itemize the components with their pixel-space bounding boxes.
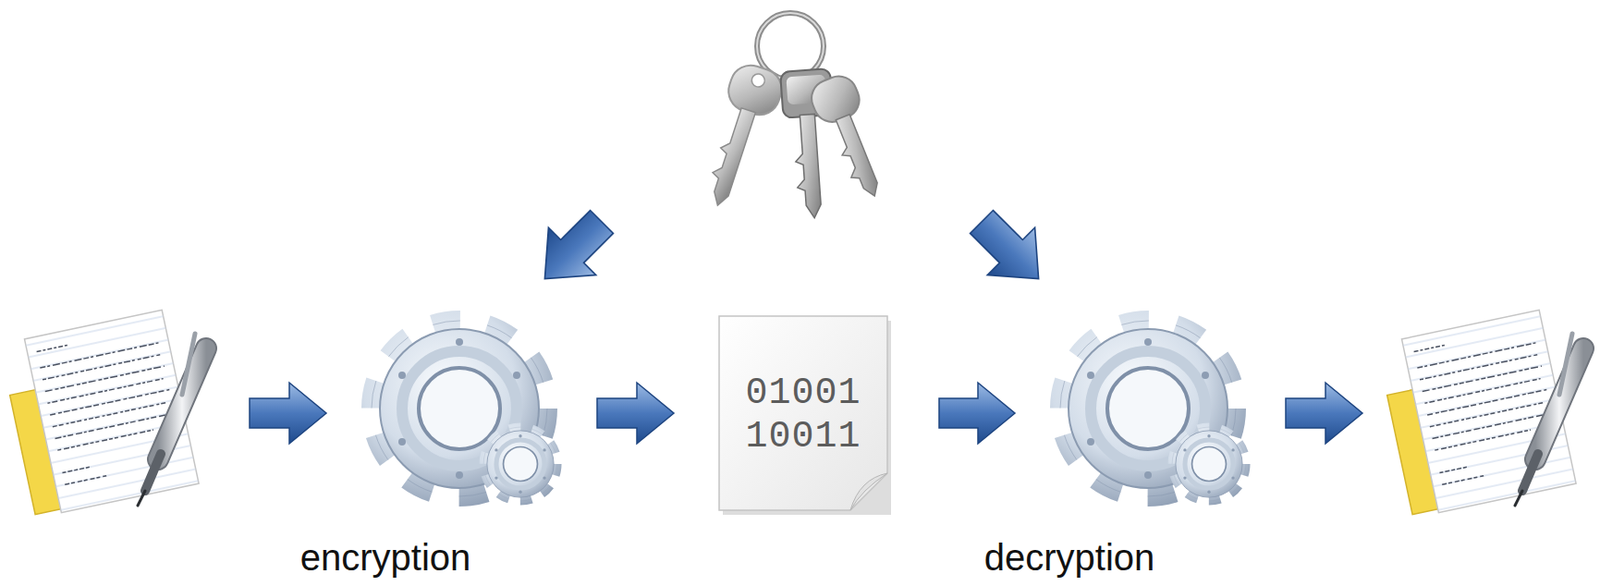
flow-arrow: [1285, 382, 1363, 444]
process-gear: decryption: [1014, 305, 1284, 583]
gear-icon: [1060, 320, 1246, 501]
plaintext-document: [1387, 309, 1584, 514]
process-label: decryption: [984, 537, 1156, 578]
process-label: encryption: [300, 537, 472, 578]
plaintext-document: [10, 309, 207, 514]
gear-icon: [371, 320, 558, 501]
flow-arrow: [939, 382, 1015, 444]
key-ring: [693, 12, 897, 220]
flow-arrow: [249, 382, 327, 444]
flow-arrow: [597, 382, 674, 444]
ciphertext-document: 01001 10011: [673, 305, 940, 518]
key-arrow: [521, 197, 626, 303]
paper-sheet: [719, 316, 888, 511]
paper-fold: [850, 473, 888, 511]
key-arrow: [957, 197, 1063, 303]
process-gear: encryption: [326, 305, 598, 583]
ciphertext-bits: 01001 10011: [736, 371, 870, 459]
